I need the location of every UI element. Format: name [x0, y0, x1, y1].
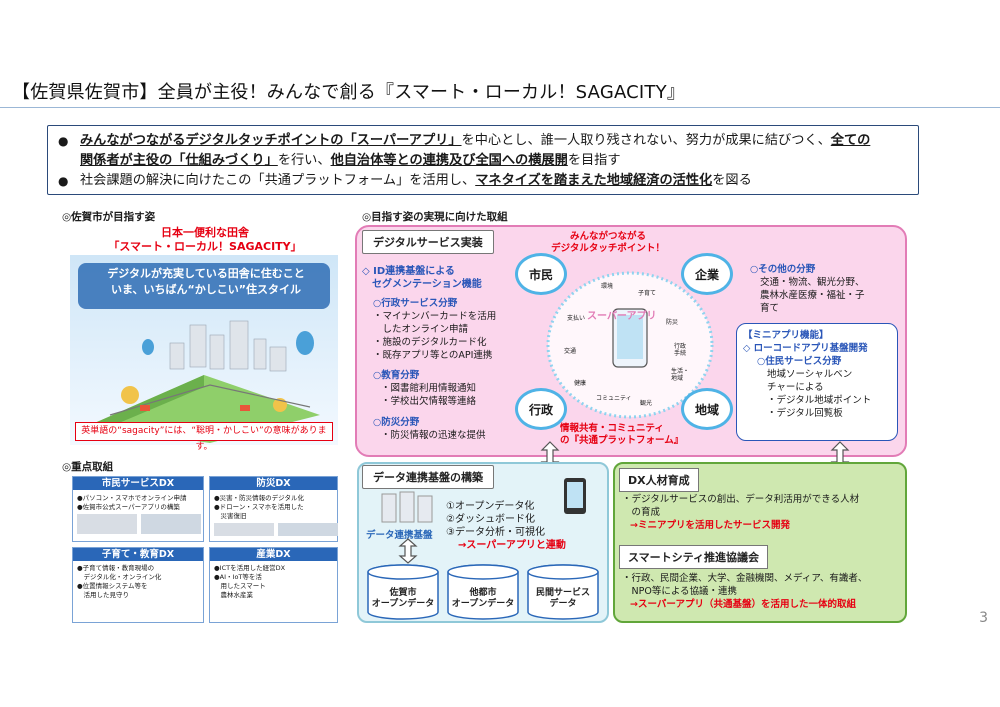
- focus-heading: ◎重点取組: [62, 461, 114, 473]
- icon-environment: 環境: [601, 283, 614, 290]
- data-item-3: ③データ分析・可視化: [446, 527, 545, 538]
- summary-text: を中心とし、誰一人取り残されない、努力が成果に結びつく、: [461, 133, 831, 148]
- circle-admin: 行政: [515, 388, 567, 430]
- digital-service-tab: デジタルサービス実装: [362, 230, 494, 254]
- icon-life-region: 生活・地域: [671, 368, 690, 382]
- cylinder-other-city: 他都市オープンデータ: [451, 588, 515, 609]
- icon-community: コミュニティ: [596, 395, 632, 402]
- sagacity-note: 英単語の“sagacity”には、“聡明・かしこい”の意味があります。: [75, 422, 333, 452]
- data-item-2: ②ダッシュボード化: [446, 514, 535, 525]
- icon-childcare: 子育て: [638, 290, 657, 297]
- smartcity-line-2: NPO等による協議・連携: [622, 586, 738, 597]
- mini-app-box: 【ミニアプリ機能】 ◇ ローコードアプリ基盤開発 ○住民サービス分野 地域ソーシ…: [736, 323, 898, 441]
- data-base-label: データ連携基盤: [366, 530, 433, 541]
- title-divider: [0, 107, 1000, 108]
- dx-talent-tab: DX人材育成: [619, 468, 699, 492]
- summary-text: を目指す: [567, 153, 621, 168]
- cylinder-saga: 佐賀市オープンデータ: [371, 588, 435, 609]
- platform-line-2: の『共通プラットフォーム』: [560, 435, 684, 446]
- icon-disaster: 防災: [666, 319, 679, 326]
- cylinder-private: 民間サービスデータ: [535, 588, 590, 609]
- dx-card-childcare: 子育て・教育DX ●子育て情報・教育現場の デジタル化・オンライン化 ●位置情報…: [72, 547, 204, 623]
- summary-text: 社会課題の解決に向けたこの「共通プラットフォーム」を活用し、: [80, 173, 476, 188]
- dx-card-title: 市民サービスDX: [73, 477, 203, 490]
- dx-card-title: 防災DX: [210, 477, 337, 490]
- smartphone-icon: [564, 478, 586, 514]
- edu-heading: ○教育分野: [373, 370, 420, 381]
- icon-procedure: 行政手続: [674, 343, 687, 357]
- icon-tourism: 観光: [640, 400, 653, 407]
- summary-bullet-1: ● みんながつながるデジタルタッチポイントの「スーパーアプリ」を中心とし、誰一人…: [58, 131, 908, 171]
- disaster-heading: ○防災分野: [373, 417, 420, 428]
- summary-emph: 全ての: [830, 133, 871, 148]
- bullet-dot-icon: ●: [58, 134, 69, 148]
- dx-card-disaster: 防災DX ●災害・防災情報のデジタル化 ●ドローン・スマホを活用した 災害復旧: [209, 476, 338, 542]
- platform-line-1: 情報共有・コミュニティ: [560, 423, 664, 434]
- smartcity-arrow: →スーパーアプリ（共通基盤）を活用した一体的取組: [630, 599, 856, 610]
- summary-emph: 関係者が主役の「仕組みづくり」: [80, 153, 278, 168]
- smartcity-tab: スマートシティ推進協議会: [619, 545, 769, 569]
- page-number: 3: [979, 610, 988, 626]
- smartcity-line-1: ・行政、民間企業、大学、金融機関、メディア、有識者、: [622, 573, 868, 584]
- vision-red-line-2: 「スマート・ローカル！SAGACITY」: [108, 240, 302, 253]
- touchpoint-title-1: みんながつながる: [569, 231, 646, 242]
- id-base-line-1: ◇ ID連携基盤による: [362, 266, 455, 277]
- icon-payment: 支払い: [567, 315, 586, 322]
- summary-bullet-2: ● 社会課題の解決に向けたこの「共通プラットフォーム」を活用し、マネタイズを踏ま…: [58, 171, 908, 191]
- initiatives-heading: ◎目指す姿の実現に向けた取組: [362, 211, 508, 223]
- dx-photo: [214, 523, 338, 536]
- data-arrow-text: →スーパーアプリと連動: [458, 540, 566, 551]
- mini-heading: 【ミニアプリ機能】: [743, 330, 829, 341]
- admin-heading: ○行政サービス分野: [373, 298, 458, 309]
- dx-talent-arrow: →ミニアプリを活用したサービス開発: [630, 520, 790, 531]
- touchpoint-title-2: デジタルタッチポイント！: [551, 243, 665, 254]
- vision-red-line-1: 日本一便利な田舎: [161, 226, 249, 239]
- database-cylinders: [367, 564, 599, 620]
- dx-card-industry: 産業DX ●ICTを活用した経営DX ●AI・IoT等を活 用したスマート 農林…: [209, 547, 338, 623]
- circle-region: 地域: [681, 388, 733, 430]
- summary-emph: みんながつながるデジタルタッチポイントの「スーパーアプリ」: [80, 133, 462, 148]
- data-item-1: ①オープンデータ化: [446, 501, 535, 512]
- super-app-label: スーパーアプリ: [587, 311, 657, 322]
- double-arrow-icon: [398, 538, 418, 564]
- dx-card-title: 子育て・教育DX: [73, 548, 203, 561]
- mini-resident: ○住民サービス分野: [757, 356, 842, 367]
- dx-talent-line-1: ・デジタルサービスの創出、データ利活用ができる人材: [622, 494, 860, 505]
- summary-emph: 他自治体等との連携及び全国への横展開: [330, 153, 568, 168]
- summary-text: を行い、: [277, 153, 331, 168]
- page-title: 【佐賀県佐賀市】全員が主役！みんなで創る『スマート・ローカル！SAGACITY』: [12, 82, 686, 103]
- vision-white-line-1: デジタルが充実している田舎に住むこと: [107, 267, 305, 280]
- circle-citizen: 市民: [515, 253, 567, 295]
- dx-card-title: 産業DX: [210, 548, 337, 561]
- super-app-diagram: [546, 271, 714, 419]
- summary-emph: マネタイズを踏まえた地域経済の活性化: [475, 173, 713, 188]
- server-icon: [381, 491, 433, 523]
- vision-white-line-2: いま、いちばん“かしこい”住スタイル: [110, 283, 302, 296]
- icon-health: 健康: [574, 380, 587, 387]
- summary-box: ● みんながつながるデジタルタッチポイントの「スーパーアプリ」を中心とし、誰一人…: [47, 125, 919, 195]
- summary-text: を図る: [712, 173, 752, 188]
- mini-sub: ◇ ローコードアプリ基盤開発: [743, 343, 868, 354]
- bullet-dot-icon: ●: [58, 174, 69, 188]
- dx-photo: [77, 514, 201, 534]
- circle-company: 企業: [681, 253, 733, 295]
- data-linkage-tab: データ連携基盤の構築: [362, 465, 494, 489]
- id-base-line-2: セグメンテーション機能: [362, 279, 482, 290]
- dx-card-citizen: 市民サービスDX ●パソコン・スマホでオンライン申請 ●佐賀市公式スーパーアプリ…: [72, 476, 204, 542]
- dx-talent-line-2: の育成: [622, 507, 661, 518]
- other-heading: ○その他の分野: [750, 264, 816, 275]
- icon-transport: 交通: [564, 348, 577, 355]
- vision-heading: ◎佐賀市が目指す姿: [62, 211, 156, 223]
